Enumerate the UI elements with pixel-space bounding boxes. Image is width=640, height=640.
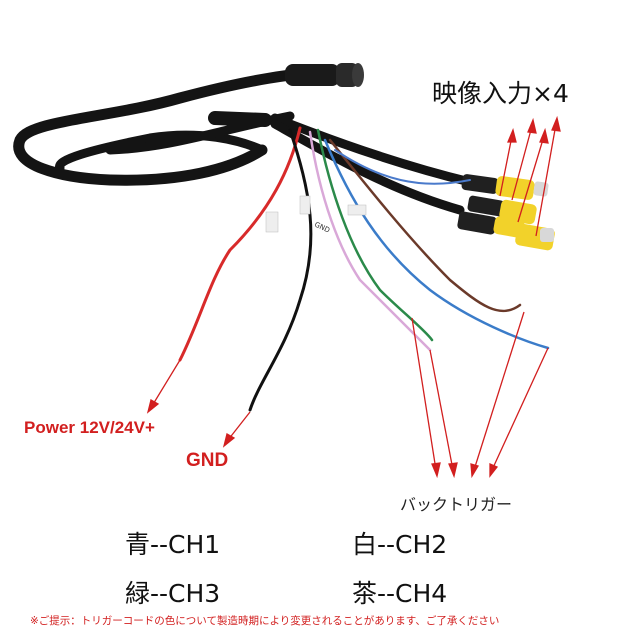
indicator-arrows	[146, 115, 561, 479]
trigger-wires	[178, 126, 550, 412]
channel-3-label: 緑--CH3	[125, 579, 221, 608]
back-trigger-label: バックトリガー	[400, 495, 513, 514]
mini-din-connector	[285, 63, 364, 87]
channel-4-label: 茶--CH4	[352, 579, 448, 608]
power-label: Power 12V/24V+	[24, 418, 155, 437]
main-cable	[13, 66, 475, 215]
channel-1-label: 青--CH1	[125, 530, 221, 559]
wire-tags: GND	[265, 195, 367, 235]
wire-gnd-tag: GND	[313, 221, 331, 235]
channel-2-label: 白--CH2	[352, 530, 448, 559]
color-change-note: ※ご提示：トリガーコードの色について製造時期により変更されることがあります、ご了…	[30, 615, 500, 627]
gnd-label: GND	[186, 450, 229, 471]
video-input-label: 映像入力×4	[432, 79, 569, 108]
